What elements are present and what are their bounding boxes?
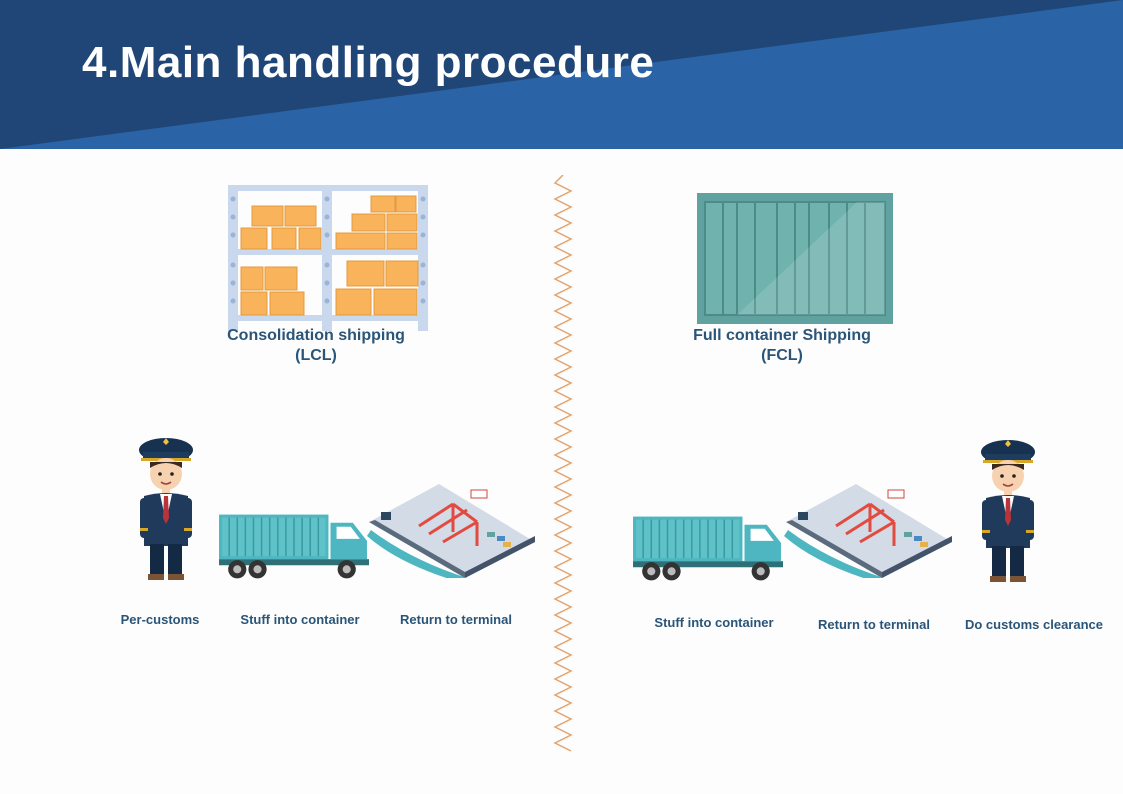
fcl-step-3-label: Do customs clearance <box>964 617 1103 632</box>
fcl-heading: Full container Shipping (FCL) <box>672 326 892 366</box>
customs-officer-icon <box>136 432 196 582</box>
fcl-abbreviation: (FCL) <box>761 347 803 364</box>
fcl-step-2-label: Return to terminal <box>818 617 930 632</box>
header-banner: 4.Main handling procedure <box>0 0 1123 149</box>
wavy-divider <box>553 175 573 752</box>
container-truck-icon <box>631 514 783 582</box>
shipping-container-icon <box>697 193 893 324</box>
lcl-heading: Consolidation shipping (LCL) <box>206 326 426 366</box>
container-truck-icon <box>217 512 369 580</box>
customs-officer-icon <box>978 434 1038 584</box>
lcl-step-3-label: Return to terminal <box>400 612 512 627</box>
lcl-abbreviation: (LCL) <box>295 347 337 364</box>
port-terminal-icon <box>784 482 954 578</box>
lcl-step-1-label: Per-customs <box>120 612 200 627</box>
page-title: 4.Main handling procedure <box>82 38 655 87</box>
lcl-step-2-label: Stuff into container <box>240 612 360 627</box>
lcl-title: Consolidation shipping <box>227 327 405 344</box>
header-background <box>0 0 1123 149</box>
fcl-title: Full container Shipping <box>693 327 871 344</box>
port-terminal-icon <box>367 482 537 578</box>
fcl-step-1-label: Stuff into container <box>654 615 774 630</box>
warehouse-shelf-icon <box>228 185 428 331</box>
